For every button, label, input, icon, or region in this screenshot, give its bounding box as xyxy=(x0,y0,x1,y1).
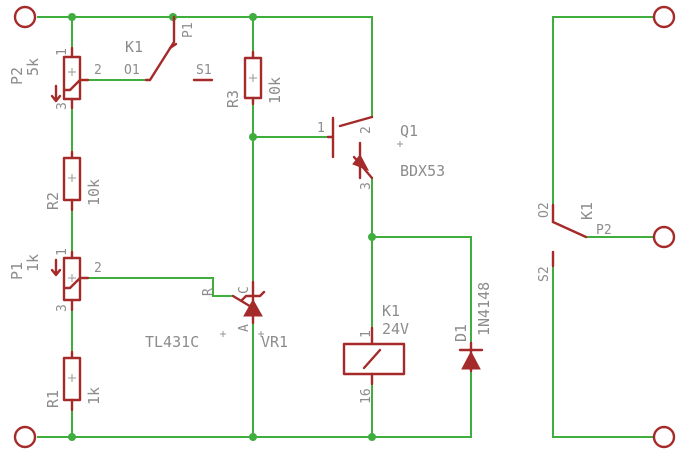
p1-pin3: 3 xyxy=(55,304,70,312)
p2-value: 5k xyxy=(24,58,42,76)
k1-switch-pin-p1: P1 xyxy=(181,22,196,38)
p2-pin3: 3 xyxy=(55,102,70,110)
p1-pin1: 1 xyxy=(55,248,70,256)
p1-pin2: 2 xyxy=(94,261,102,276)
q1-pin1: 1 xyxy=(317,121,325,136)
k1-coil-pin16: 16 xyxy=(359,388,374,404)
junctions xyxy=(68,13,376,441)
wires xyxy=(37,16,654,438)
relay-coil-k1: K1 24V 1 16 xyxy=(342,302,409,404)
p2-pin2: 2 xyxy=(94,63,102,78)
potentiometer-p2: P2 5k 1 2 3 xyxy=(8,46,102,110)
relay-contact-k1-b: K1 O2 P2 S2 xyxy=(537,202,612,282)
p2-pin1: 1 xyxy=(55,48,70,56)
vr1-pin-a: A xyxy=(237,324,252,332)
k1-coil-name: K1 xyxy=(382,302,400,320)
r3-value: 10k xyxy=(266,77,284,104)
shunt-regulator-vr1: R C A TL431C VR1 xyxy=(145,280,288,351)
q1-value: BDX53 xyxy=(400,162,445,180)
terminal-bottom-left xyxy=(13,425,37,449)
terminal-bottom-right xyxy=(652,425,676,449)
p2-name: P2 xyxy=(8,67,26,85)
k1-coil-value: 24V xyxy=(382,320,409,338)
k1-switch-pin-o1: O1 xyxy=(124,63,140,78)
k1b-name: K1 xyxy=(578,202,596,220)
k1-switch-pin-s1: S1 xyxy=(196,63,212,78)
terminals xyxy=(13,5,676,449)
terminal-mid-right xyxy=(652,225,676,249)
p1-name: P1 xyxy=(8,262,26,280)
terminal-top-left xyxy=(13,5,37,29)
vr1-value: TL431C xyxy=(145,333,199,351)
resistor-r2: R2 10k xyxy=(44,150,103,212)
r3-name: R3 xyxy=(224,90,242,108)
relay-switch-k1: K1 P1 O1 S1 xyxy=(124,15,214,82)
q1-name: Q1 xyxy=(400,122,418,140)
p1-value: 1k xyxy=(24,254,42,272)
resistor-r1: R1 1k xyxy=(44,350,103,412)
q1-pin2: 2 xyxy=(359,126,374,134)
vr1-pin-c: C xyxy=(237,286,252,294)
transistor-q1: 1 2 3 Q1 BDX53 xyxy=(317,115,445,190)
k1-switch-name: K1 xyxy=(125,38,143,56)
terminal-top-right xyxy=(652,5,676,29)
r2-name: R2 xyxy=(44,192,62,210)
potentiometer-p1: P1 1k 1 2 3 xyxy=(8,248,102,312)
vr1-name: VR1 xyxy=(261,333,288,351)
k1-coil-pin1: 1 xyxy=(359,330,374,338)
k1b-pin-o2: O2 xyxy=(537,202,552,218)
r1-name: R1 xyxy=(44,390,62,408)
vr1-pin-r: R xyxy=(201,288,216,296)
d1-name: D1 xyxy=(452,324,470,342)
d1-value: 1N4148 xyxy=(475,282,493,336)
r1-value: 1k xyxy=(85,387,103,405)
k1b-pin-s2: S2 xyxy=(537,266,552,282)
k1b-pin-p2: P2 xyxy=(596,223,612,238)
resistor-r3: R3 10k xyxy=(224,50,284,108)
diode-d1: D1 1N4148 xyxy=(452,282,493,373)
q1-pin3: 3 xyxy=(359,182,374,190)
r2-value: 10k xyxy=(85,179,103,206)
